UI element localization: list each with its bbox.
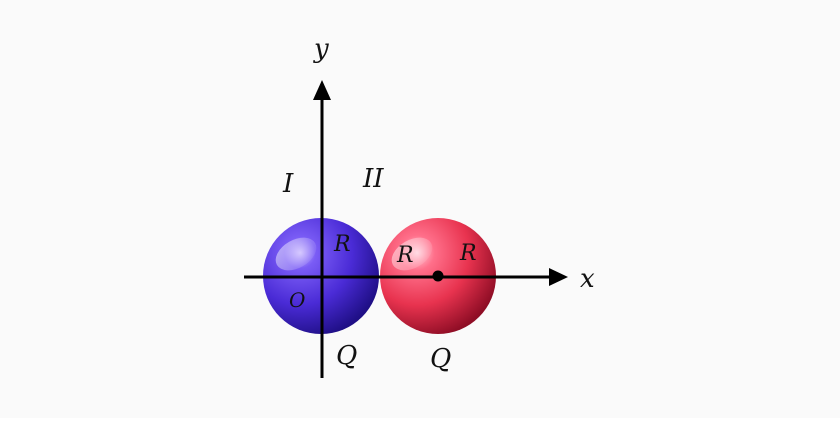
region-ii-label: II <box>362 164 384 194</box>
region-i-label: I <box>282 169 294 199</box>
sphere-right-radius-label-left: R <box>396 243 414 268</box>
y-axis-label: y <box>313 34 329 64</box>
origin-label: O <box>289 288 305 312</box>
y-axis-arrowhead <box>313 80 331 100</box>
x-axis-arrowhead <box>549 268 568 286</box>
sphere-left-highlight <box>275 237 317 271</box>
sphere-right-charge-label: Q <box>430 344 451 374</box>
sphere-left-radius-label: R <box>333 232 351 257</box>
x-axis <box>244 268 568 286</box>
sphere-left-charge-label: Q <box>336 341 357 371</box>
y-axis <box>313 80 331 378</box>
sphere-right-center-dot <box>432 270 444 282</box>
sphere-right-highlight <box>391 237 433 271</box>
sphere-right-radius-label-right: R <box>459 241 477 266</box>
x-axis-label: x <box>580 264 595 294</box>
